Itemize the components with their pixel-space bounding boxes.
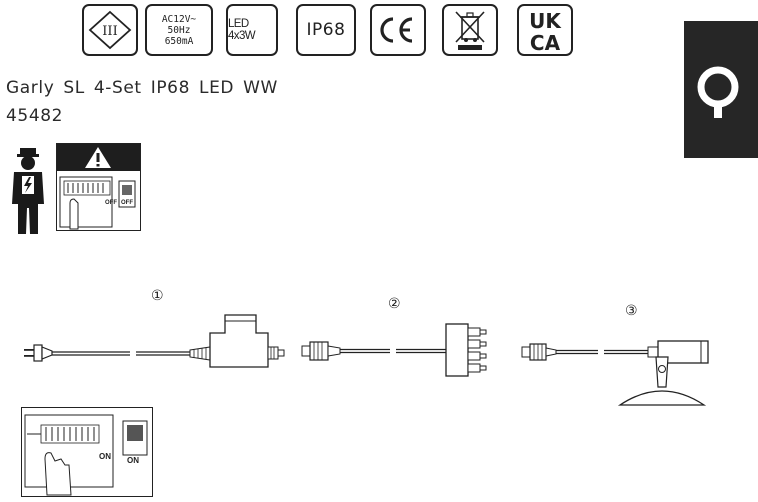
- led-spec-box: LED 4x3W: [226, 4, 278, 56]
- ukca-line-1: UK: [529, 9, 562, 33]
- ukca-box: UK CA: [517, 4, 573, 56]
- electrician-icon: [12, 148, 44, 234]
- off-label-2: OFF: [121, 200, 133, 206]
- led-spec-text: LED 4x3W: [228, 18, 256, 42]
- electrical-spec-text: AC12V~ 50Hz 650mA: [162, 14, 196, 47]
- switch-on-pictogram: ON ON: [21, 407, 153, 497]
- crossed-out-bin-icon: [455, 11, 485, 50]
- component-number-3: ③: [625, 303, 638, 319]
- fuse-box-off-icon: OFF OFF: [56, 143, 141, 231]
- product-name: Garly SL 4-Set IP68 LED WW: [6, 78, 278, 98]
- electrical-spec-box: AC12V~ 50Hz 650mA: [145, 4, 213, 56]
- side-tab: [684, 21, 758, 158]
- splitter-drawing: [301, 323, 487, 377]
- switch-off-warning: OFF OFF: [56, 143, 141, 231]
- component-number-1: ①: [151, 288, 164, 304]
- ce-mark-box: [370, 4, 426, 56]
- component-number-2: ②: [388, 296, 401, 312]
- pin-marker-icon: [697, 66, 739, 118]
- electrician-figure: [8, 146, 48, 236]
- on-label-1: ON: [99, 452, 111, 461]
- current-text: 650mA: [164, 35, 194, 47]
- weee-box: [442, 4, 498, 56]
- frequency-text: 50Hz: [167, 24, 191, 36]
- spotlight-drawing: [521, 340, 709, 406]
- fuse-box-on-icon: ON ON: [21, 407, 153, 497]
- ukca-line-2: CA: [530, 31, 561, 53]
- off-label-1: OFF: [105, 200, 117, 206]
- spotlight-component: [518, 325, 718, 410]
- transformer-component: [20, 305, 290, 375]
- class-iii-icon: III: [88, 10, 132, 50]
- ukca-mark-icon: UK CA: [529, 9, 562, 53]
- transformer-drawing: [24, 314, 285, 368]
- voltage-text: AC12V~: [161, 13, 197, 25]
- on-label-2: ON: [127, 456, 139, 465]
- ce-mark-icon: [380, 17, 413, 43]
- ip-rating-box: IP68: [296, 4, 356, 56]
- ip-rating-text: IP68: [306, 20, 346, 40]
- class-iii-text: III: [102, 24, 117, 39]
- splitter-component: [296, 318, 496, 378]
- class-iii-symbol-box: III: [82, 4, 138, 56]
- article-number: 45482: [6, 106, 64, 126]
